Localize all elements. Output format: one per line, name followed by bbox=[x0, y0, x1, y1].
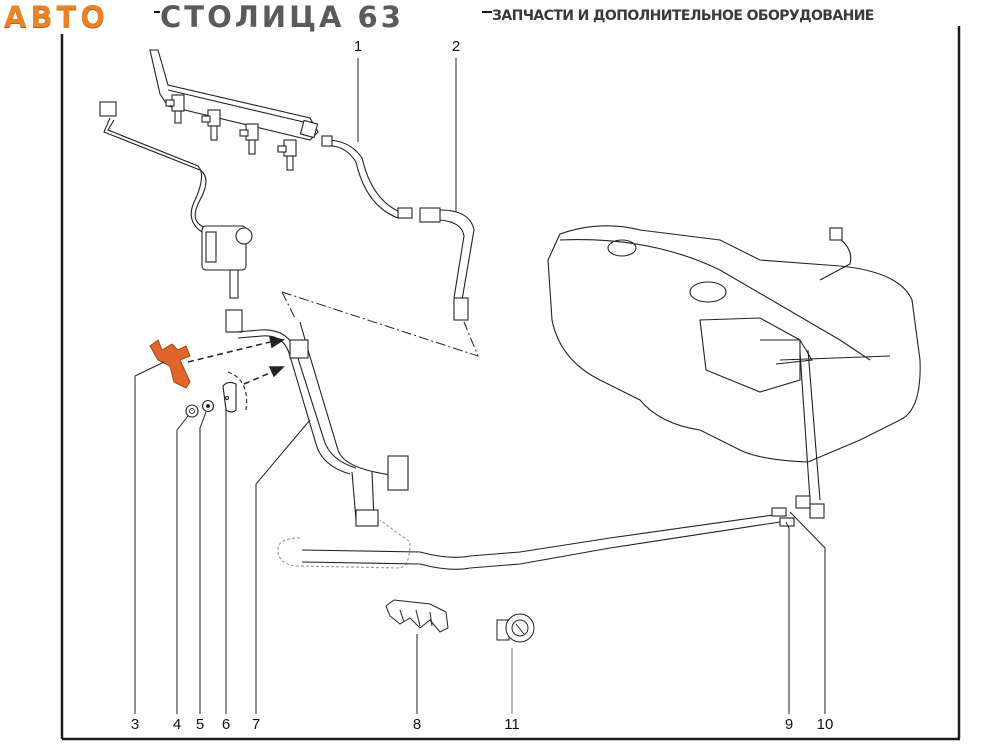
fuel-hose-2[interactable] bbox=[419, 207, 475, 321]
callout-9[interactable]: 9 bbox=[784, 716, 794, 733]
washer-5[interactable] bbox=[201, 399, 215, 413]
callout-8[interactable]: 8 bbox=[412, 716, 422, 733]
fuel-hose-1[interactable] bbox=[321, 135, 413, 219]
clip-8[interactable] bbox=[385, 599, 449, 633]
callout-6[interactable]: 6 bbox=[221, 716, 231, 733]
callout-4[interactable]: 4 bbox=[172, 716, 182, 733]
brand-tagline: ЗАПЧАСТИ И ДОПОЛНИТЕЛЬНОЕ ОБОРУДОВАНИЕ bbox=[492, 6, 962, 26]
fuel-tank[interactable] bbox=[547, 225, 921, 519]
injector bbox=[201, 109, 221, 141]
callout-11[interactable]: 11 bbox=[504, 716, 520, 733]
purge-valve-assembly[interactable] bbox=[99, 101, 253, 299]
nut-4[interactable] bbox=[185, 404, 199, 418]
bracket-highlighted-3[interactable] bbox=[149, 339, 191, 389]
clip-11[interactable] bbox=[496, 613, 535, 643]
callout-7[interactable]: 7 bbox=[251, 716, 261, 733]
injector bbox=[277, 139, 297, 171]
injector bbox=[165, 94, 185, 124]
callout-1[interactable]: 1 bbox=[353, 38, 363, 55]
callout-10[interactable]: 10 bbox=[816, 716, 834, 733]
callout-leaders bbox=[134, 58, 826, 714]
fuel-rail-with-injectors[interactable] bbox=[149, 49, 319, 171]
assembly-outline bbox=[281, 291, 297, 321]
callout-3[interactable]: 3 bbox=[130, 716, 140, 733]
assembly-outline bbox=[281, 291, 479, 357]
brand-logo-auto: АВТО bbox=[4, 0, 154, 34]
injector bbox=[239, 123, 259, 155]
assembly-arrows bbox=[187, 336, 285, 385]
brand-logo-capital: СТОЛИЦА 63 bbox=[160, 0, 482, 34]
callout-5[interactable]: 5 bbox=[195, 716, 205, 733]
callout-2[interactable]: 2 bbox=[451, 38, 461, 55]
grommet-6[interactable] bbox=[222, 371, 248, 413]
fuel-line-assembly-7[interactable] bbox=[225, 309, 795, 570]
